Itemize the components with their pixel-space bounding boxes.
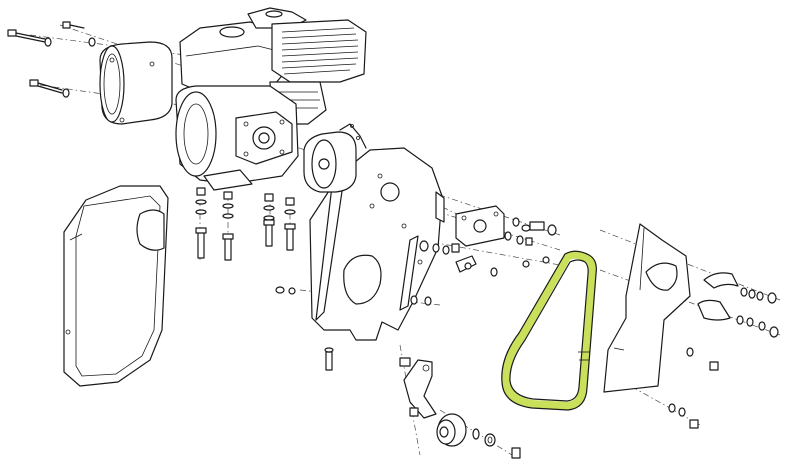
- engine: [175, 7, 367, 191]
- bolt: [263, 193, 275, 247]
- bolt: [284, 197, 296, 251]
- screw: [62, 21, 96, 47]
- bolt: [195, 187, 207, 259]
- bolt-set-top-left: [7, 21, 96, 98]
- drive-belt: [501, 250, 597, 411]
- hardware-right: [668, 287, 779, 429]
- belt-guard-right: [603, 223, 691, 393]
- bolt: [29, 79, 70, 98]
- tension-bracket: [455, 205, 505, 247]
- starter-cup: [99, 41, 173, 125]
- bolt: [7, 29, 52, 47]
- idler-arm: [399, 357, 437, 419]
- main-frame-plate: [309, 147, 445, 341]
- bolt: [222, 191, 234, 261]
- belt-cover-left: [63, 185, 169, 387]
- drive-pulley: [303, 123, 367, 193]
- clamp-halves: [697, 272, 739, 321]
- hardware-center: [275, 217, 557, 371]
- engine-mount-bolts: [195, 187, 296, 261]
- idler-pulley: [436, 413, 521, 459]
